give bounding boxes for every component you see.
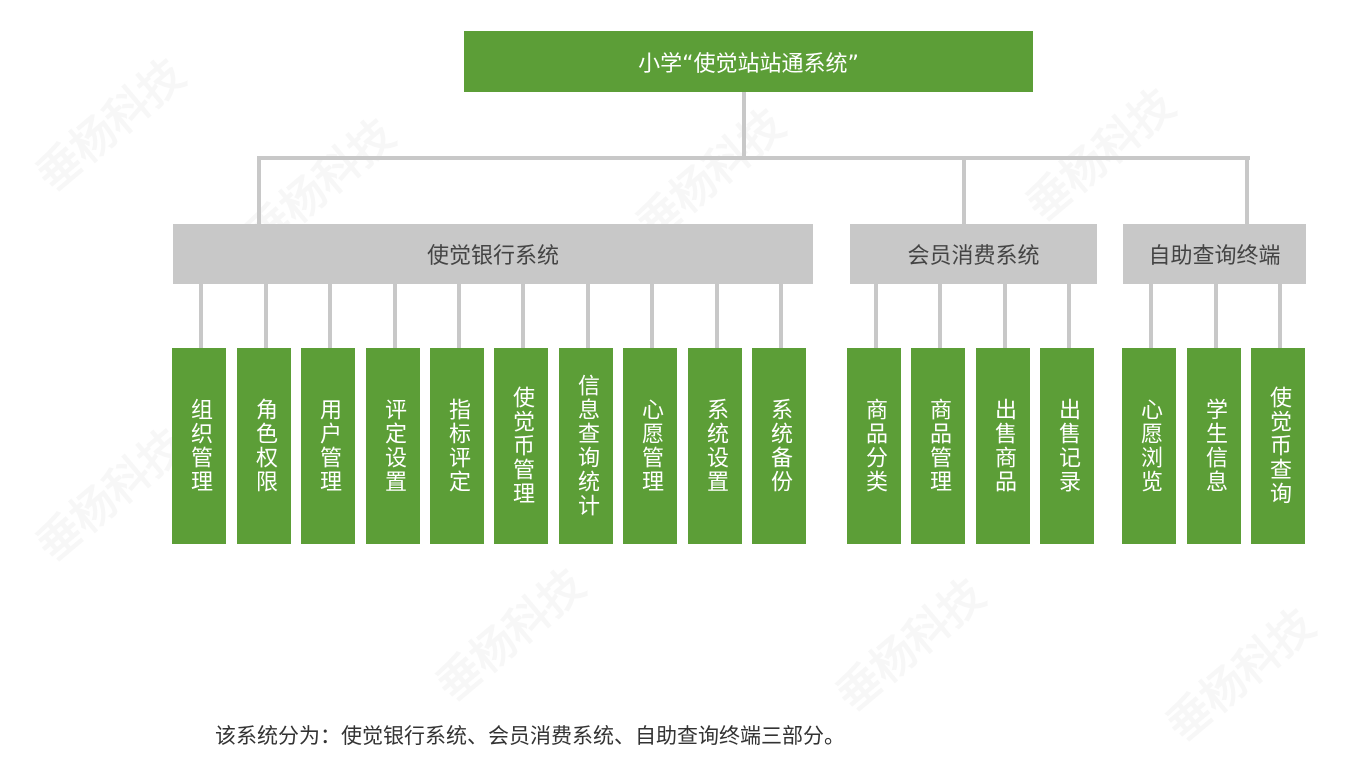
- leaf-label: 出售商品: [991, 398, 1016, 494]
- leaf-label: 系统设置: [703, 398, 728, 494]
- leaf-node: 出售商品: [976, 348, 1030, 544]
- leaf-label: 学生信息: [1202, 398, 1227, 494]
- system-label: 自助查询终端: [1148, 244, 1281, 269]
- leaf-node: 评定设置: [366, 348, 420, 544]
- system-label: 会员消费系统: [907, 244, 1040, 269]
- leaf-label: 组织管理: [187, 398, 212, 494]
- leaf-node: 心愿浏览: [1122, 348, 1176, 544]
- leaf-node: 用户管理: [301, 348, 355, 544]
- leaf-label: 系统备份: [767, 398, 792, 494]
- leaf-node: 信息查询统计: [559, 348, 613, 544]
- horizontal-connector: [257, 156, 1250, 160]
- leaf-connector: [457, 284, 461, 348]
- leaf-label: 使觉币查询: [1266, 386, 1291, 506]
- leaf-node: 使觉币管理: [494, 348, 548, 544]
- leaf-label: 信息查询统计: [574, 374, 599, 518]
- leaf-node: 学生信息: [1187, 348, 1241, 544]
- root-label: 小学“使觉站站通系统”: [638, 51, 859, 77]
- watermark: 垂杨科技: [1017, 79, 1185, 232]
- leaf-node: 系统设置: [688, 348, 742, 544]
- leaf-node: 出售记录: [1040, 348, 1094, 544]
- leaf-node: 心愿管理: [623, 348, 677, 544]
- system-label: 使觉银行系统: [426, 244, 559, 269]
- leaf-label: 评定设置: [381, 398, 406, 494]
- system-node-member: 会员消费系统: [850, 224, 1097, 284]
- watermark: 垂杨科技: [27, 49, 195, 202]
- leaf-label: 指标评定: [445, 398, 470, 494]
- leaf-connector: [1278, 284, 1282, 348]
- leaf-connector: [328, 284, 332, 348]
- leaf-node: 系统备份: [752, 348, 806, 544]
- leaf-connector: [715, 284, 719, 348]
- leaf-node: 指标评定: [430, 348, 484, 544]
- leaf-label: 角色权限: [252, 398, 277, 494]
- leaf-label: 心愿管理: [638, 398, 663, 494]
- leaf-connector: [874, 284, 878, 348]
- leaf-connector: [1149, 284, 1153, 348]
- watermark: 垂杨科技: [27, 419, 195, 572]
- leaf-connector: [779, 284, 783, 348]
- leaf-connector: [521, 284, 525, 348]
- root-node: 小学“使觉站站通系统”: [464, 31, 1033, 92]
- root-connector: [742, 92, 746, 156]
- leaf-connector: [393, 284, 397, 348]
- leaf-connector: [1003, 284, 1007, 348]
- leaf-label: 商品分类: [862, 398, 887, 494]
- leaf-label: 用户管理: [316, 398, 341, 494]
- watermark: 垂杨科技: [427, 559, 595, 712]
- leaf-node: 使觉币查询: [1251, 348, 1305, 544]
- leaf-node: 商品管理: [911, 348, 965, 544]
- leaf-label: 出售记录: [1055, 398, 1080, 494]
- caption-text: 该系统分为：使觉银行系统、会员消费系统、自助查询终端三部分。: [215, 724, 845, 748]
- leaf-connector: [650, 284, 654, 348]
- leaf-node: 组织管理: [172, 348, 226, 544]
- leaf-label: 心愿浏览: [1137, 398, 1162, 494]
- leaf-connector: [264, 284, 268, 348]
- leaf-node: 商品分类: [847, 348, 901, 544]
- leaf-label: 商品管理: [926, 398, 951, 494]
- system-node-terminal: 自助查询终端: [1123, 224, 1306, 284]
- watermark: 垂杨科技: [1157, 599, 1325, 752]
- system-node-bank: 使觉银行系统: [173, 224, 813, 284]
- leaf-connector: [199, 284, 203, 348]
- leaf-connector: [938, 284, 942, 348]
- system-connector: [1245, 156, 1249, 224]
- leaf-connector: [586, 284, 590, 348]
- leaf-connector: [1067, 284, 1071, 348]
- leaf-label: 使觉币管理: [509, 386, 534, 506]
- leaf-connector: [1214, 284, 1218, 348]
- system-connector: [257, 156, 261, 224]
- system-connector: [962, 156, 966, 224]
- watermark: 垂杨科技: [827, 569, 995, 722]
- leaf-node: 角色权限: [237, 348, 291, 544]
